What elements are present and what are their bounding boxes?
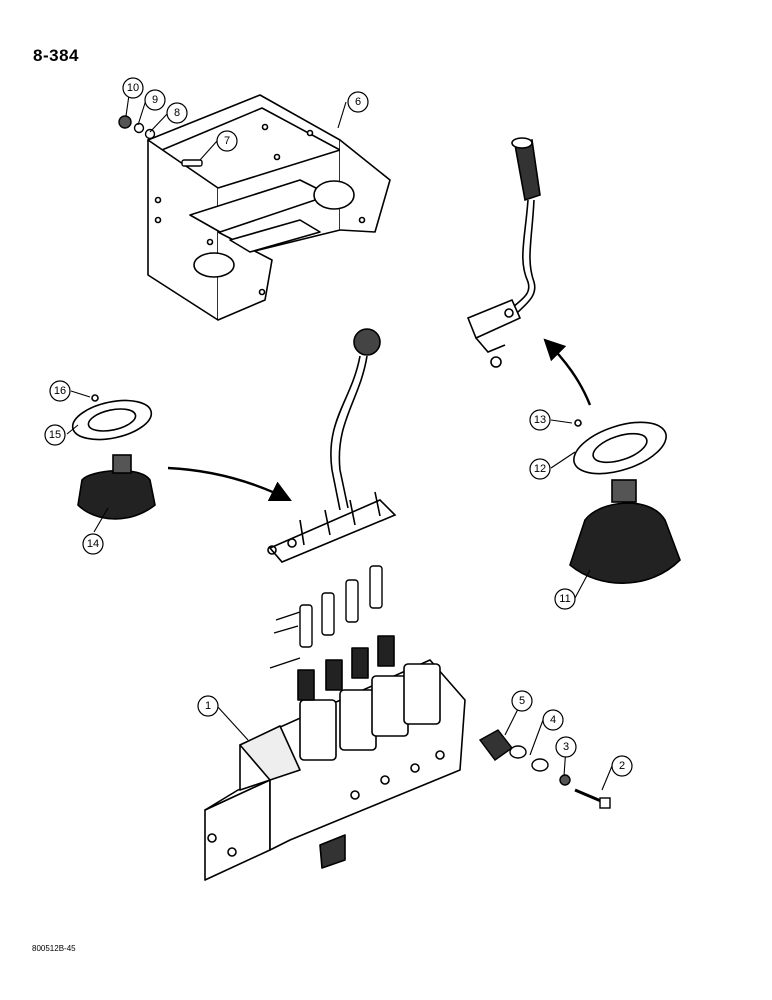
svg-text:7: 7 <box>224 135 230 147</box>
svg-text:10: 10 <box>127 82 139 94</box>
svg-text:12: 12 <box>534 463 546 475</box>
callout-16: 16 <box>49 380 71 402</box>
callout-1: 1 <box>197 695 219 717</box>
svg-text:11: 11 <box>559 593 570 605</box>
svg-text:2: 2 <box>619 760 625 772</box>
callout-9: 9 <box>144 89 166 111</box>
page-number: 8-384 <box>33 46 79 65</box>
callout-11: 11 <box>554 588 576 610</box>
callout-10: 10 <box>122 77 144 99</box>
callout-5: 5 <box>511 690 533 712</box>
mounting-bracket <box>147 94 391 321</box>
callout-14: 14 <box>82 533 104 555</box>
control-lever-single <box>466 137 541 368</box>
svg-text:15: 15 <box>49 429 61 441</box>
boot-right-assembly <box>569 419 681 584</box>
control-lever-multi <box>267 328 397 563</box>
callout-7: 7 <box>216 130 238 152</box>
direction-arrows <box>167 338 592 502</box>
linkage-links <box>269 565 383 669</box>
bracket-fasteners <box>118 115 203 167</box>
svg-text:16: 16 <box>54 385 66 397</box>
boot-left-assembly <box>71 394 156 520</box>
svg-text:6: 6 <box>355 96 361 108</box>
callout-12: 12 <box>529 458 551 480</box>
callout-4: 4 <box>542 709 564 731</box>
callout-15: 15 <box>44 424 66 446</box>
svg-text:3: 3 <box>563 741 569 753</box>
callout-2: 2 <box>611 755 633 777</box>
svg-text:1: 1 <box>205 700 211 712</box>
figure-code: 800512B-45 <box>32 944 76 953</box>
spool-end-hardware <box>478 729 611 809</box>
callout-8: 8 <box>166 102 188 124</box>
svg-text:4: 4 <box>550 714 556 726</box>
svg-text:9: 9 <box>152 94 158 106</box>
control-valve <box>204 635 466 881</box>
svg-text:13: 13 <box>534 414 546 426</box>
callout-3: 3 <box>555 736 577 758</box>
svg-text:8: 8 <box>174 107 180 119</box>
svg-text:5: 5 <box>519 695 525 707</box>
callout-13: 13 <box>529 409 551 431</box>
svg-text:14: 14 <box>87 538 99 550</box>
callout-6: 6 <box>347 91 369 113</box>
